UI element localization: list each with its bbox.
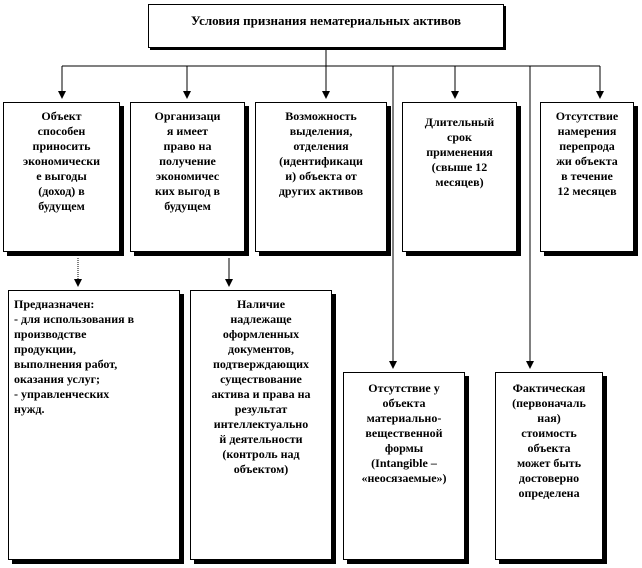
condition-box-identifiability: Возможность выделения, отделения (иденти… bbox=[255, 102, 387, 252]
condition-box-intended-use: Предназначен: - для использования в прои… bbox=[8, 290, 180, 560]
title-box: Условия признания нематериальных активов bbox=[148, 4, 504, 48]
condition-box-right-to-benefits: Организаци я имеет право на получение эк… bbox=[130, 102, 245, 252]
condition-box-reliable-cost: Фактическая (первоначаль ная) стоимость … bbox=[495, 372, 603, 560]
condition-box-economic-benefits: Объект способен приносить экономически е… bbox=[3, 102, 120, 252]
condition-box-useful-life: Длительный срок применения (свыше 12 мес… bbox=[402, 102, 517, 252]
condition-box-documents: Наличие надлежаще оформленных документов… bbox=[190, 290, 332, 560]
condition-box-no-resale-intent: Отсутствие намерения перепрода жи объект… bbox=[540, 102, 634, 252]
condition-box-intangible-form: Отсутствие у объекта материально- вещест… bbox=[343, 372, 465, 560]
